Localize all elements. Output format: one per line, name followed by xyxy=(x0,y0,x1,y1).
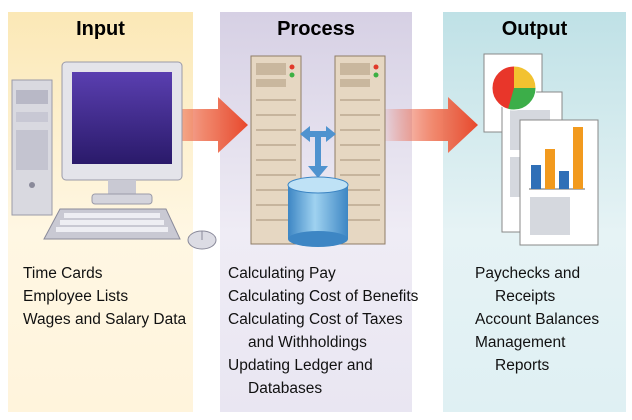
server-icon xyxy=(250,55,302,245)
input-item: Time Cards xyxy=(23,265,103,282)
process-item: Calculating Pay xyxy=(228,265,336,282)
process-list: Calculating Pay Calculating Cost of Bene… xyxy=(228,262,418,400)
computer-icon xyxy=(11,61,183,216)
output-item: Management xyxy=(475,334,566,351)
output-title: Output xyxy=(501,18,568,40)
keyboard-icon xyxy=(43,208,181,240)
process-item: and Withholdings xyxy=(248,334,367,351)
database-icon xyxy=(287,176,349,247)
output-item: Receipts xyxy=(495,288,556,305)
input-item: Wages and Salary Data xyxy=(23,311,187,328)
bar-chart-icon xyxy=(529,127,585,190)
process-title: Process xyxy=(277,18,355,40)
process-item: Databases xyxy=(248,380,323,397)
output-item: Paychecks and xyxy=(475,265,581,282)
output-item: Account Balances xyxy=(475,311,600,328)
flow-arrow-icon xyxy=(380,97,478,153)
input-list: Time Cards Employee Lists Wages and Sala… xyxy=(23,262,186,331)
process-item: Calculating Cost of Taxes xyxy=(228,311,403,328)
pie-chart-icon xyxy=(491,65,537,111)
output-list: Paychecks and Receipts Account Balances … xyxy=(475,262,599,377)
output-item: Reports xyxy=(495,357,550,374)
process-item: Calculating Cost of Benefits xyxy=(228,288,419,305)
process-item: Updating Ledger and xyxy=(228,357,373,374)
mouse-icon xyxy=(187,230,217,250)
sync-arrows-icon xyxy=(300,126,336,178)
input-title: Input xyxy=(76,18,125,40)
input-item: Employee Lists xyxy=(23,288,129,305)
